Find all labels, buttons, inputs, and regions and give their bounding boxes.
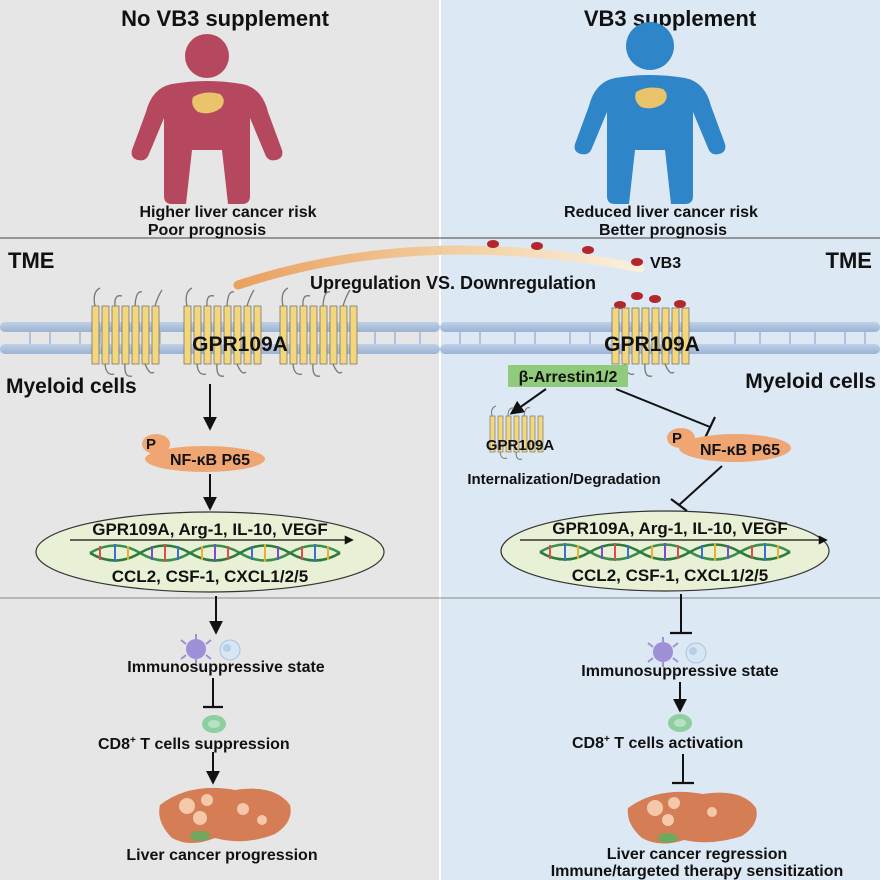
left-immune-state: Immunosuppressive state [127,659,325,676]
membrane-right [440,322,880,354]
left-nfkb-label: NF-κB P65 [170,452,250,469]
right-genes-line1: GPR109A, Arg-1, IL-10, VEGF [552,519,788,538]
right-outcome-line2: Immune/targeted therapy sensitization [551,863,844,880]
left-genes-line2: CCL2, CSF-1, CXCL1/2/5 [112,567,309,586]
left-risk: Higher liver cancer risk [140,204,317,221]
internalized-receptor-label: GPR109A [486,437,555,454]
inhibit-arrestin-bar [704,416,716,439]
internalization-label: Internalization/Degradation [467,471,660,488]
person-icon-right [574,22,726,204]
right-tme-label: TME [826,248,872,273]
left-liver-icon [159,787,291,843]
left-prognosis: Poor prognosis [148,222,266,239]
gpr109a-receptors-left [91,287,358,377]
right-title: VB3 supplement [584,6,757,31]
right-cd8-cell-icon [668,714,692,732]
arrestin-label: β-Arrestin1/2 [519,369,618,386]
inhibit-arrestin-to-nfkb [615,388,711,428]
right-nfkb-node [667,428,791,462]
right-phospho-label: P [672,430,682,447]
right-immune-state: Immunosuppressive state [581,663,779,680]
left-tme-label: TME [8,248,54,273]
right-liver-icon [627,791,757,844]
gpr109a-receptor-right [611,307,690,377]
left-cd8-cell-icon [202,715,226,733]
right-genes-line2: CCL2, CSF-1, CXCL1/2/5 [572,566,769,585]
vb3-label: VB3 [650,255,681,272]
comparison-arc [233,245,645,290]
left-cell-label: Myeloid cells [6,375,137,398]
left-dna-helix [99,544,329,562]
left-title: No VB3 supplement [121,6,329,31]
inhibit-nfkb-bar [670,498,688,512]
left-nfkb-node [142,434,265,472]
left-phospho-label: P [146,436,156,453]
right-receptor-label: GPR109A [604,333,700,356]
right-nfkb-label: NF-κB P65 [700,442,780,459]
internalized-receptor [489,405,544,460]
liver-icon-right [635,87,667,109]
right-immune-cells-icon [647,637,707,667]
liver-icon-left [192,92,224,114]
arrestin-box [508,365,628,387]
right-cell-label: Myeloid cells [745,370,876,393]
vb3-molecules [487,240,686,309]
arrow-arrestin-to-internalization [509,388,547,415]
right-risk: Reduced liver cancer risk [564,204,758,221]
left-genes-line1: GPR109A, Arg-1, IL-10, VEGF [92,520,328,539]
person-icon-left [131,34,283,204]
inhibit-nfkb-to-genes [678,465,723,506]
left-outcome: Liver cancer progression [126,847,317,864]
right-dna-helix [549,543,779,561]
right-cd8-label: CD8+ T cells activation [572,734,743,752]
left-cd8-label: CD8+ T cells suppression [98,735,290,753]
comparison-label: Upregulation VS. Downregulation [310,273,596,293]
right-prognosis: Better prognosis [599,222,727,239]
left-receptor-label: GPR109A [192,333,288,356]
left-immune-cells-icon [180,634,241,664]
right-outcome-line1: Liver cancer regression [607,846,788,863]
